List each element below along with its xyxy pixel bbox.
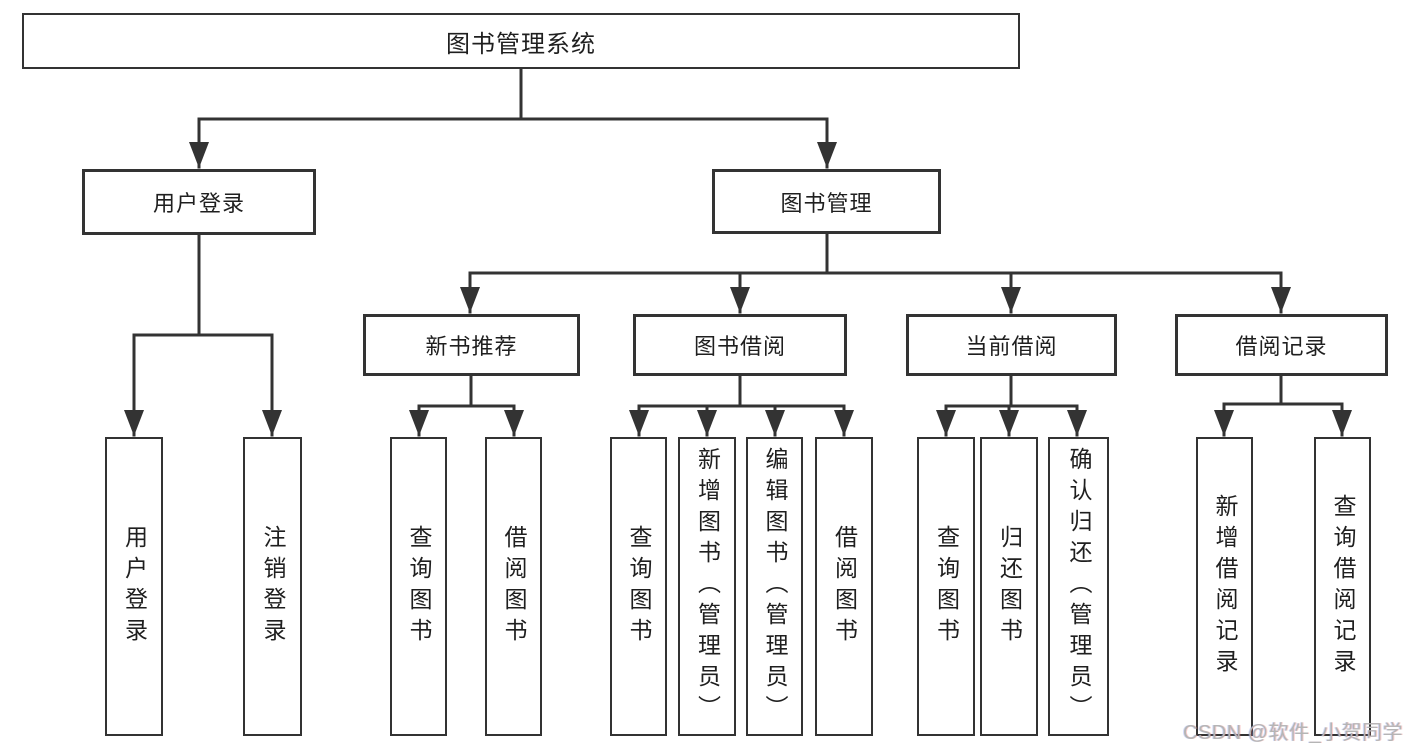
- node-current-borrowing: 当前借阅: [906, 314, 1117, 376]
- node-logout: 注销登录: [243, 437, 302, 736]
- node-book-borrowing: 图书借阅: [633, 314, 847, 376]
- node-user-login: 用户登录: [105, 437, 163, 736]
- node-borrow-books-recommend: 借阅图书: [485, 437, 542, 736]
- node-add-borrow-record: 新增借阅记录: [1196, 437, 1253, 736]
- node-label: 图书管理系统: [446, 30, 596, 58]
- node-label: 新书推荐: [425, 334, 518, 359]
- node-new-book-recommend: 新书推荐: [363, 314, 580, 376]
- node-confirm-return-admin: 确认归还（管理员）: [1048, 437, 1109, 736]
- node-label: 注销登录: [260, 524, 286, 649]
- node-label: 图书借阅: [693, 334, 786, 359]
- node-query-books-current: 查询图书: [917, 437, 975, 736]
- node-label: 新增借阅记录: [1212, 493, 1238, 680]
- node-label: 查询图书: [406, 524, 432, 649]
- node-borrowing-records: 借阅记录: [1175, 314, 1388, 376]
- node-query-books-recommend: 查询图书: [390, 437, 447, 736]
- node-label: 确认归还（管理员）: [1066, 447, 1092, 726]
- node-query-books-borrow: 查询图书: [610, 437, 667, 736]
- node-label: 用户登录: [121, 524, 148, 649]
- node-user-login-module: 用户登录: [82, 169, 316, 235]
- node-label: 借阅记录: [1235, 334, 1328, 359]
- node-library-system: 图书管理系统: [22, 13, 1020, 69]
- node-edit-books-admin: 编辑图书（管理员）: [746, 437, 803, 736]
- node-label: 当前借阅: [965, 334, 1058, 359]
- node-query-borrow-record: 查询借阅记录: [1314, 437, 1371, 736]
- node-return-books: 归还图书: [980, 437, 1038, 736]
- node-label: 借阅图书: [831, 524, 858, 649]
- node-book-management: 图书管理: [712, 169, 941, 234]
- node-borrow-books: 借阅图书: [815, 437, 873, 736]
- node-label: 查询借阅记录: [1330, 493, 1356, 680]
- node-label: 借阅图书: [501, 524, 527, 649]
- csdn-watermark: CSDN @软件_小贺同学: [1183, 722, 1404, 744]
- node-label: 编辑图书（管理员）: [762, 447, 788, 726]
- node-label: 图书管理: [780, 190, 873, 216]
- node-add-books-admin: 新增图书（管理员）: [678, 437, 736, 736]
- node-label: 查询图书: [626, 524, 652, 649]
- node-label: 归还图书: [996, 524, 1023, 649]
- node-label: 用户登录: [152, 191, 245, 216]
- node-label: 新增图书（管理员）: [694, 447, 721, 726]
- node-label: 查询图书: [933, 524, 960, 649]
